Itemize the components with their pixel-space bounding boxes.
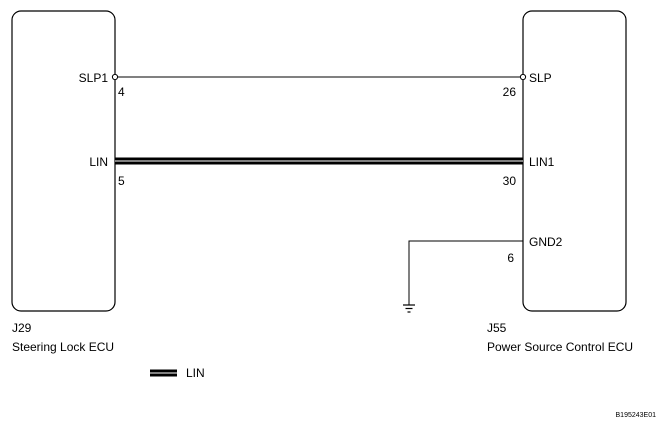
pin-number-5: 5 [118,174,125,188]
lin-legend-swatch [150,369,177,377]
slp-terminal-dot [519,73,527,81]
pin-signal-slp: SLP [529,71,552,85]
pin-number-26: 26 [503,85,517,99]
gnd2-wire [408,240,523,305]
figure-code: B195243E01 [616,412,657,419]
pin-signal-lin: LIN [89,155,108,169]
pin-signal-gnd2: GND2 [529,235,563,249]
left-ecu-code: J29 [12,321,32,335]
pin-number-30: 30 [503,174,517,188]
pin-signal-lin1: LIN1 [529,155,555,169]
pin-number-4: 4 [118,85,125,99]
slp1-terminal-dot [111,73,119,81]
pin-number-6: 6 [507,251,514,265]
ground-icon [403,304,415,313]
legend-lin-label: LIN [186,366,205,380]
right-ecu-name: Power Source Control ECU [487,340,633,354]
left-ecu-name: Steering Lock ECU [12,340,114,354]
lin-bus-wire [115,157,523,165]
pin-signal-slp1: SLP1 [79,71,109,85]
right-ecu-code: J55 [487,321,507,335]
